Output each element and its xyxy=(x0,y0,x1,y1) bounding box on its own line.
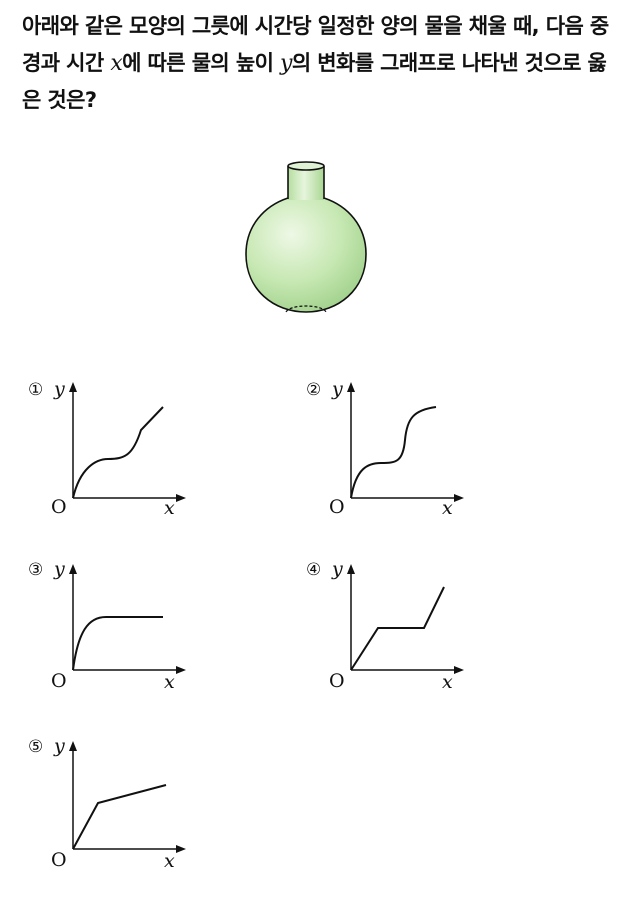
option-5-origin: O xyxy=(51,849,67,871)
option-1-number: ① xyxy=(28,380,44,400)
graph-2-curve xyxy=(350,406,437,499)
question-text: 아래와 같은 모양의 그릇에 시간당 일정한 양의 물을 채울 때, 다음 중 … xyxy=(22,8,622,119)
option-5-y-label: y xyxy=(54,735,65,757)
option-5-x-label: x xyxy=(164,850,175,872)
option-1[interactable]: ① y O x xyxy=(28,378,228,530)
flask-body xyxy=(245,197,367,313)
question-part3: 의 변화를 그래프로 나타낸 것으로 옳은 것은? xyxy=(22,51,607,112)
variable-x: x xyxy=(110,51,123,76)
option-4-number: ④ xyxy=(306,560,322,580)
graph-4-curve xyxy=(350,586,445,671)
option-4-y-label: y xyxy=(332,558,343,580)
option-4-x-label: x xyxy=(442,671,453,693)
option-4-origin: O xyxy=(329,670,345,692)
option-4[interactable]: ④ y O x xyxy=(306,558,506,710)
graph-3-curve xyxy=(72,616,163,671)
variable-y: y xyxy=(280,51,292,76)
question-part1: 아래와 같은 모양의 그릇에 시간당 일정한 양의 물을 채울 때, 다음 중 … xyxy=(22,14,609,75)
graph-5-curve xyxy=(72,784,167,850)
graph-5 xyxy=(69,741,186,853)
question-part2: 에 따른 물의 높이 xyxy=(122,51,281,75)
flask-illustration xyxy=(245,161,367,313)
option-3[interactable]: ③ y O x xyxy=(28,558,228,710)
option-2-x-label: x xyxy=(442,497,453,519)
graph-3 xyxy=(69,564,186,674)
option-3-x-label: x xyxy=(164,671,175,693)
option-3-y-label: y xyxy=(54,558,65,580)
option-1-x-label: x xyxy=(164,497,175,519)
option-5[interactable]: ⑤ y O x xyxy=(28,735,228,887)
option-2-number: ② xyxy=(306,380,322,400)
option-1-origin: O xyxy=(51,496,67,518)
option-2-origin: O xyxy=(329,496,345,518)
graph-2 xyxy=(347,382,464,502)
option-5-number: ⑤ xyxy=(28,737,44,757)
option-3-origin: O xyxy=(51,670,67,692)
option-2[interactable]: ② y O x xyxy=(306,378,506,530)
option-3-number: ③ xyxy=(28,560,44,580)
graph-1-curve xyxy=(72,406,164,499)
graph-4 xyxy=(347,564,464,674)
flask-rim xyxy=(287,161,325,171)
option-2-y-label: y xyxy=(332,378,343,400)
option-1-y-label: y xyxy=(54,378,65,400)
flask-neck xyxy=(288,166,324,200)
graph-1 xyxy=(69,382,186,502)
flask-bottom-dashed xyxy=(285,305,327,313)
